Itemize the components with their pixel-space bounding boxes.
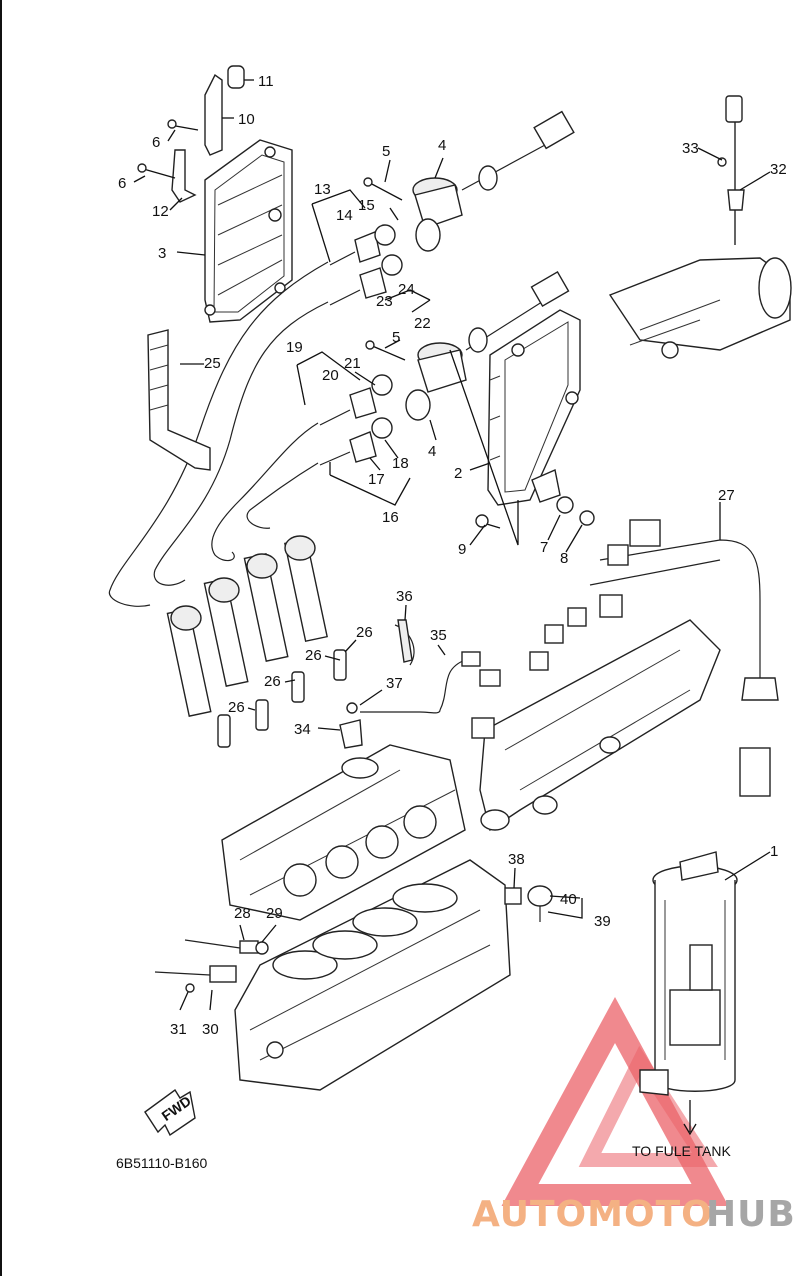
leader-lines — [133, 79, 771, 1011]
callout-16: 16 — [382, 509, 399, 526]
plug-caps-lower — [319, 374, 393, 466]
sensors-34-35-36-37 — [339, 619, 501, 749]
callout-22: 22 — [414, 315, 431, 332]
callout-20: 20 — [322, 367, 339, 384]
callout-26b: 26 — [305, 647, 322, 664]
callout-4b: 4 — [428, 443, 436, 460]
fuel-tank-note: TO FULE TANK — [632, 1143, 731, 1159]
callout-33: 33 — [682, 140, 699, 157]
callout-9: 9 — [458, 541, 466, 558]
callout-11: 11 — [258, 73, 274, 90]
ecu-unit — [487, 309, 581, 506]
callout-21: 21 — [344, 355, 361, 372]
watermark-part2: HUB — [706, 1194, 796, 1235]
callout-15: 15 — [358, 197, 375, 214]
callout-25: 25 — [204, 355, 221, 372]
intake-manifold — [479, 619, 721, 832]
ecu-cover-frame — [204, 139, 293, 323]
callout-23: 23 — [376, 293, 393, 310]
spark-plugs — [217, 649, 347, 748]
cylinder-block — [234, 859, 511, 1091]
callout-2: 2 — [454, 465, 462, 482]
temperature-sensors — [154, 885, 553, 993]
callout-31: 31 — [170, 1021, 187, 1038]
callout-37: 37 — [386, 675, 403, 692]
spark-plug-boots — [166, 535, 328, 717]
callout-36: 36 — [396, 588, 413, 605]
callout-13: 13 — [314, 181, 331, 198]
ecu-grommet-bolts-7-8-9 — [475, 496, 595, 529]
throttle-body — [608, 95, 792, 359]
ignition-coil-lower — [405, 271, 570, 421]
diagram-code: 6B51110-B160 — [116, 1155, 208, 1171]
callout-27: 27 — [718, 487, 735, 504]
callout-26c: 26 — [264, 673, 281, 690]
wire-harness — [471, 519, 779, 797]
cylinder-head — [221, 744, 466, 921]
callout-40: 40 — [560, 891, 577, 908]
callout-3: 3 — [158, 245, 166, 262]
callout-34: 34 — [294, 721, 311, 738]
callout-17: 17 — [368, 471, 385, 488]
callout-7: 7 — [540, 539, 548, 556]
terminal-block — [147, 329, 211, 471]
plug-caps-upper — [329, 224, 403, 306]
callout-39: 39 — [594, 913, 611, 930]
callout-6a: 6 — [152, 134, 160, 151]
left-border — [0, 0, 2, 1276]
callout-19: 19 — [286, 339, 303, 356]
callout-labels: 11 10 6 6 12 3 13 14 15 5 4 24 23 22 5 1… — [118, 73, 787, 1038]
bolts-5 — [363, 177, 406, 361]
callout-10: 10 — [238, 111, 255, 128]
ignition-coil-upper — [412, 110, 575, 252]
callout-26a: 26 — [356, 624, 373, 641]
fwd-arrow-icon: FWD — [144, 1088, 196, 1137]
watermark-triangle-logo — [501, 996, 729, 1206]
callout-29: 29 — [266, 905, 283, 922]
callout-8: 8 — [560, 550, 568, 567]
callout-5a: 5 — [382, 143, 390, 160]
callout-5b: 5 — [392, 329, 400, 346]
callout-32: 32 — [770, 161, 787, 178]
callout-4a: 4 — [438, 137, 446, 154]
fuel-pump — [639, 851, 738, 1136]
watermark-text: AUTOMOTO HUB — [472, 1194, 796, 1235]
spark-plug-leads — [108, 261, 329, 607]
callout-12: 12 — [152, 203, 169, 220]
callout-28: 28 — [234, 905, 251, 922]
callout-1: 1 — [770, 843, 778, 860]
callout-26d: 26 — [228, 699, 245, 716]
callout-14: 14 — [336, 207, 353, 224]
bracket-parts-10-11-12 — [137, 65, 245, 203]
callout-24: 24 — [398, 281, 415, 298]
callout-6b: 6 — [118, 175, 126, 192]
callout-38: 38 — [508, 851, 525, 868]
callout-18: 18 — [392, 455, 409, 472]
callout-35: 35 — [430, 627, 447, 644]
callout-30: 30 — [202, 1021, 219, 1038]
watermark-part1: AUTOMOTO — [472, 1194, 713, 1235]
